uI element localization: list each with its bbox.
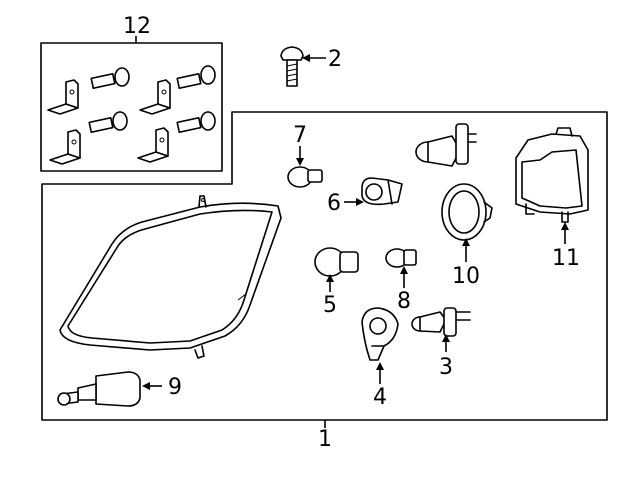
- marker-bulb-part: [385, 248, 417, 268]
- leader-lines: [135, 36, 569, 428]
- callout-9: 9: [168, 375, 182, 400]
- callout-7: 7: [293, 123, 307, 148]
- wiring-connector-part: [57, 371, 141, 407]
- callout-labels: 1 2 3 4 5 6 7 8 9 10 11 12: [123, 14, 580, 452]
- headlight-bulb-top: [415, 123, 477, 167]
- parking-bulb-part: [314, 247, 359, 277]
- hardware-kit-contents: [47, 65, 216, 165]
- lamp-cover-part: [515, 127, 589, 223]
- callout-4: 4: [373, 385, 387, 410]
- retaining-ring-part: [441, 183, 493, 241]
- halogen-bulb-part: [411, 307, 471, 337]
- callout-12: 12: [123, 14, 151, 39]
- headlamp-housing: [59, 195, 282, 359]
- callout-8: 8: [397, 289, 411, 314]
- callout-3: 3: [439, 355, 453, 380]
- callout-1: 1: [318, 427, 332, 452]
- hardware-kit-box: [40, 42, 223, 172]
- assembly-frame: [41, 111, 608, 421]
- bolt-part: [280, 46, 304, 87]
- callout-2: 2: [328, 47, 342, 72]
- bulb-socket-part: [361, 177, 403, 206]
- callout-10: 10: [452, 264, 480, 289]
- socket-connector-part: [361, 307, 399, 361]
- callout-11: 11: [552, 246, 580, 271]
- callout-5: 5: [323, 293, 337, 318]
- callout-6: 6: [327, 191, 341, 216]
- wedge-bulb-part: [287, 166, 323, 188]
